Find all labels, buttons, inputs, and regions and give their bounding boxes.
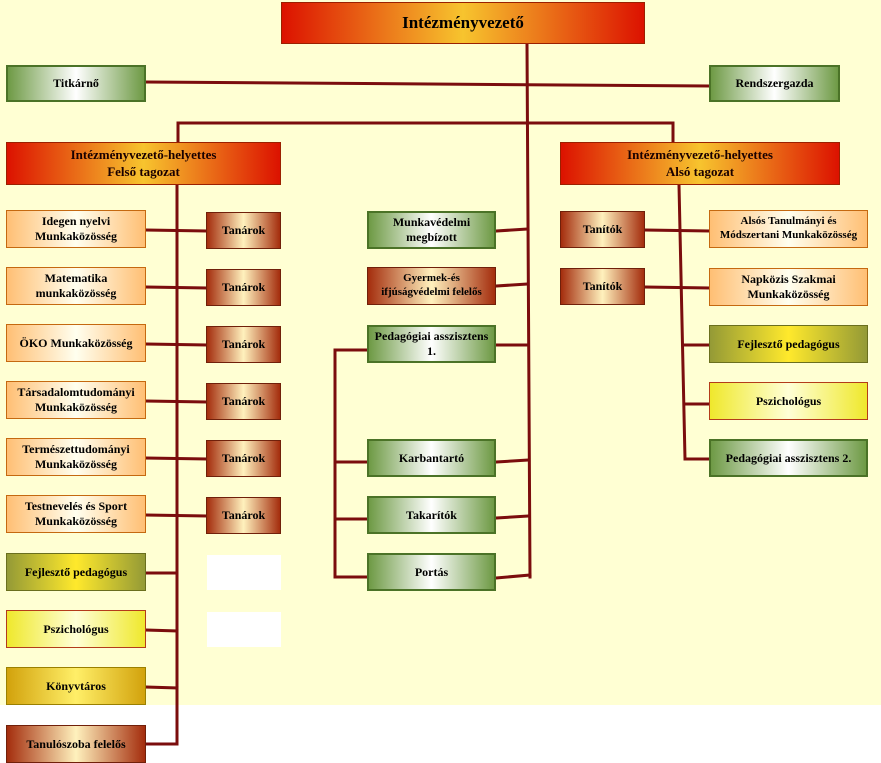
deputy-lower-title: Intézményvezető-helyettes <box>627 147 773 163</box>
secretary-box: Titkárnő <box>6 65 146 102</box>
secretary-label: Titkárnő <box>53 76 99 90</box>
teachers-box: Tanárok <box>206 326 281 363</box>
teachers-box: Tanárok <box>206 212 281 249</box>
lower-teachers-box: Tanítók <box>560 268 645 305</box>
role-label: Portás <box>414 564 449 579</box>
cleaners: Takarítók <box>367 496 496 534</box>
dept-label: Módszertani Munkaközösség <box>719 229 858 241</box>
teachers-label: Tanárok <box>221 451 266 465</box>
deputy-upper-title: Intézményvezető-helyettes <box>70 147 217 163</box>
deputy-upper-subtitle: Felső tagozat <box>107 163 180 179</box>
role-label: Tanulószoba felelős <box>26 736 126 751</box>
study-room-supervisor: Tanulószoba felelős <box>6 725 146 763</box>
lower-teachers-label: Tanítók <box>582 222 623 236</box>
psychologist-lower: Pszichológus <box>709 382 868 420</box>
porter: Portás <box>367 553 496 591</box>
dept-day-care: Napközis Szakmai Munkaközösség <box>709 268 868 306</box>
teachers-label: Tanárok <box>221 280 266 294</box>
deputy-lower-subtitle: Alsó tagozat <box>665 163 735 179</box>
maintenance-worker: Karbantartó <box>367 439 496 477</box>
role-label: Pedagógiai asszisztens <box>374 329 489 343</box>
root-trunk-line <box>525 42 532 579</box>
root-box: Intézményvezető <box>281 2 645 44</box>
dept-label: Alsós Tanulmányi és <box>740 215 837 228</box>
dept-label: Napközis Szakmai <box>741 272 836 286</box>
librarian: Könyvtáros <box>6 667 146 705</box>
deputy-lower-box: Intézményvezető-helyettes Alsó tagozat <box>560 142 840 185</box>
dept-foreign-languages: Idegen nyelvi Munkaközösség <box>6 210 146 248</box>
psychologist-upper: Pszichológus <box>6 610 146 648</box>
dept-label: Társadalomtudományi <box>17 385 135 399</box>
empty-box <box>207 612 281 647</box>
role-label: Pszichológus <box>755 393 822 408</box>
role-label: Pszichológus <box>43 621 109 636</box>
dept-label: Munkaközösség <box>34 457 117 471</box>
deputy-upper-box: Intézményvezető-helyettes Felső tagozat <box>6 142 281 185</box>
teachers-label: Tanárok <box>221 223 266 237</box>
special-educator-lower: Fejlesztő pedagógus <box>709 325 868 363</box>
dept-eco: ÖKO Munkaközösség <box>6 324 146 362</box>
role-label: Karbantartó <box>398 450 465 465</box>
dept-label: ÖKO Munkaközösség <box>19 335 133 350</box>
teaching-assistant-1: Pedagógiai asszisztens 1. <box>367 325 496 363</box>
role-label: Takarítók <box>406 507 457 522</box>
dept-label: Matematika <box>44 271 108 285</box>
role-label: ifjúságvédelmi felelős <box>381 286 482 298</box>
dept-label: Testnevelés és Sport <box>24 499 128 513</box>
child-protection-officer: Gyermek-és ifjúságvédelmi felelős <box>367 267 496 305</box>
dept-label: Munkaközösség <box>34 514 117 528</box>
dept-label: Természettudományi <box>22 442 130 456</box>
role-label: Munkavédelmi <box>392 215 471 229</box>
teachers-box: Tanárok <box>206 269 281 306</box>
role-label: Fejlesztő pedagógus <box>737 336 840 351</box>
teachers-label: Tanárok <box>221 508 266 522</box>
role-label: megbízott <box>406 230 457 244</box>
work-safety-officer: Munkavédelmi megbízott <box>367 211 496 249</box>
teachers-label: Tanárok <box>221 337 266 351</box>
special-educator-upper: Fejlesztő pedagógus <box>6 553 146 591</box>
dept-label: munkaközösség <box>35 286 117 300</box>
dept-lower-studies: Alsós Tanulmányi és Módszertani Munkaköz… <box>709 210 868 248</box>
empty-box <box>207 555 281 590</box>
sysadmin-box: Rendszergazda <box>709 65 840 102</box>
teachers-box: Tanárok <box>206 440 281 477</box>
role-label: Könyvtáros <box>46 678 106 693</box>
teachers-box: Tanárok <box>206 497 281 534</box>
dept-label: Idegen nyelvi <box>41 214 111 228</box>
role-label: Fejlesztő pedagógus <box>24 564 128 579</box>
staff-line <box>144 80 711 88</box>
right-spine <box>677 183 687 461</box>
dept-label: Munkaközösség <box>34 229 117 243</box>
role-label: Gyermek-és <box>403 272 460 285</box>
lower-teachers-box: Tanítók <box>560 211 645 248</box>
dept-mathematics: Matematika munkaközösség <box>6 267 146 305</box>
dept-natural-sciences: Természettudományi Munkaközösség <box>6 438 146 476</box>
teachers-box: Tanárok <box>206 383 281 420</box>
root-label: Intézményvezető <box>402 13 524 33</box>
dept-physical-education: Testnevelés és Sport Munkaközösség <box>6 495 146 533</box>
dept-label: Munkaközösség <box>34 400 117 414</box>
role-label: Pedagógiai asszisztens 2. <box>725 450 852 465</box>
teachers-label: Tanárok <box>221 394 266 408</box>
dept-social-sciences: Társadalomtudományi Munkaközösség <box>6 381 146 419</box>
lower-teachers-label: Tanítók <box>582 279 623 293</box>
sysadmin-label: Rendszergazda <box>735 76 814 90</box>
teaching-assistant-2: Pedagógiai asszisztens 2. <box>709 439 868 477</box>
dept-label: Munkaközösség <box>747 287 830 301</box>
role-label: 1. <box>427 344 436 358</box>
